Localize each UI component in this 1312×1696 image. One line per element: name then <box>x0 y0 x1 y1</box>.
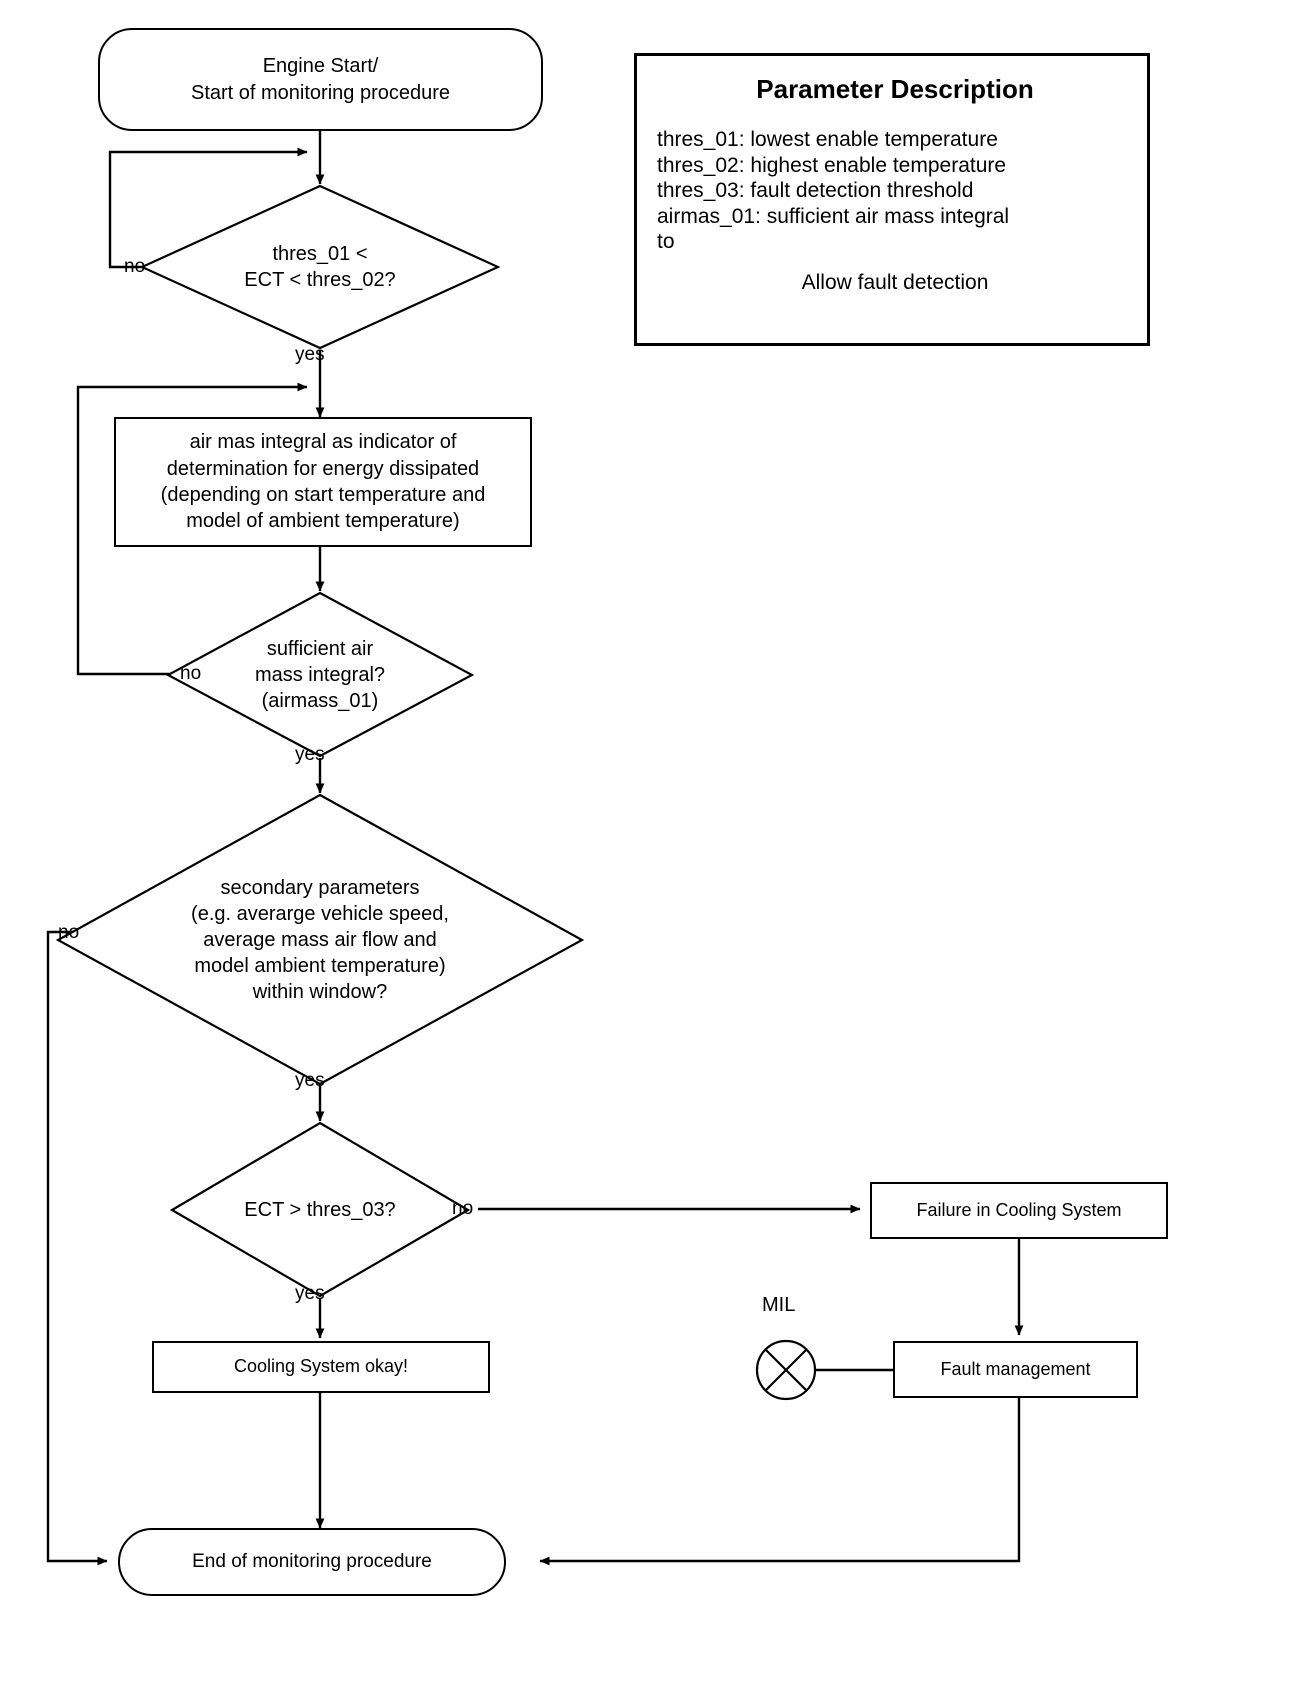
node-process-cooling-system-okay[interactable]: Cooling System okay! <box>152 1341 490 1393</box>
edge-label-air-mass-no: no <box>180 663 202 684</box>
parameter-description-box: Parameter Description thres_01: lowest e… <box>634 53 1150 346</box>
node-decision-ect-window[interactable]: thres_01 < ECT < thres_02? <box>140 184 500 350</box>
failure-label: Failure in Cooling System <box>916 1199 1122 1220</box>
decision-air-mass-shape <box>166 591 474 758</box>
decision-ect-window-shape <box>140 184 500 350</box>
parameter-line-to: to <box>657 230 675 254</box>
node-decision-air-mass[interactable]: sufficient air mass integral? (airmass_0… <box>166 591 474 758</box>
node-decision-secondary-parameters[interactable]: secondary parameters (e.g. averarge vehi… <box>56 793 584 1086</box>
start-line-1: Engine Start/ <box>262 54 379 77</box>
air-mass-line-1: air mas integral as indicator of <box>189 431 457 454</box>
node-start-terminator[interactable]: Engine Start/ Start of monitoring proced… <box>98 28 543 131</box>
parameter-line-thres-02: thres_02: highest enable temperature <box>657 153 1007 177</box>
fault-management-label: Fault management <box>940 1358 1091 1379</box>
node-end-terminator[interactable]: End of monitoring procedure <box>118 1528 506 1596</box>
node-process-air-mass-integral[interactable]: air mas integral as indicator of determi… <box>114 417 532 547</box>
parameter-line-thres-03: thres_03: fault detection threshold <box>657 179 974 203</box>
cooling-ok-label: Cooling System okay! <box>233 1356 409 1377</box>
air-mass-line-4: model of ambient temperature) <box>186 510 460 533</box>
parameter-description-footer: Allow fault detection <box>801 271 989 295</box>
edge-label-ect-window-no: no <box>124 256 146 277</box>
parameter-description-title: Parameter Description <box>756 74 1034 104</box>
mil-label: MIL <box>762 1294 796 1316</box>
node-process-fault-management[interactable]: Fault management <box>893 1341 1138 1398</box>
parameter-line-thres-01: thres_01: lowest enable temperature <box>657 128 998 151</box>
air-mass-line-2: determination for energy dissipated <box>166 457 480 480</box>
node-decision-ect-thres03[interactable]: ECT > thres_03? <box>170 1121 470 1298</box>
decision-secondary-shape <box>56 793 584 1086</box>
end-label: End of monitoring procedure <box>192 1551 432 1573</box>
edge-label-thres03-no: no <box>452 1198 474 1219</box>
edge-label-ect-window-yes: yes <box>295 344 325 365</box>
mil-indicator-icon <box>754 1338 818 1402</box>
air-mass-line-3: (depending on start temperature and <box>160 484 486 506</box>
start-line-2: Start of monitoring procedure <box>190 81 451 104</box>
edge-label-air-mass-yes: yes <box>295 744 325 765</box>
edge-label-secondary-no: no <box>58 922 80 943</box>
node-process-failure-in-cooling-system[interactable]: Failure in Cooling System <box>870 1182 1168 1239</box>
parameter-line-airmas-01: airmas_01: sufficient air mass integral <box>657 204 1010 228</box>
edge-label-secondary-yes: yes <box>295 1070 325 1091</box>
decision-ect-thres03-shape <box>170 1121 470 1298</box>
edge-label-thres03-yes: yes <box>295 1283 325 1304</box>
